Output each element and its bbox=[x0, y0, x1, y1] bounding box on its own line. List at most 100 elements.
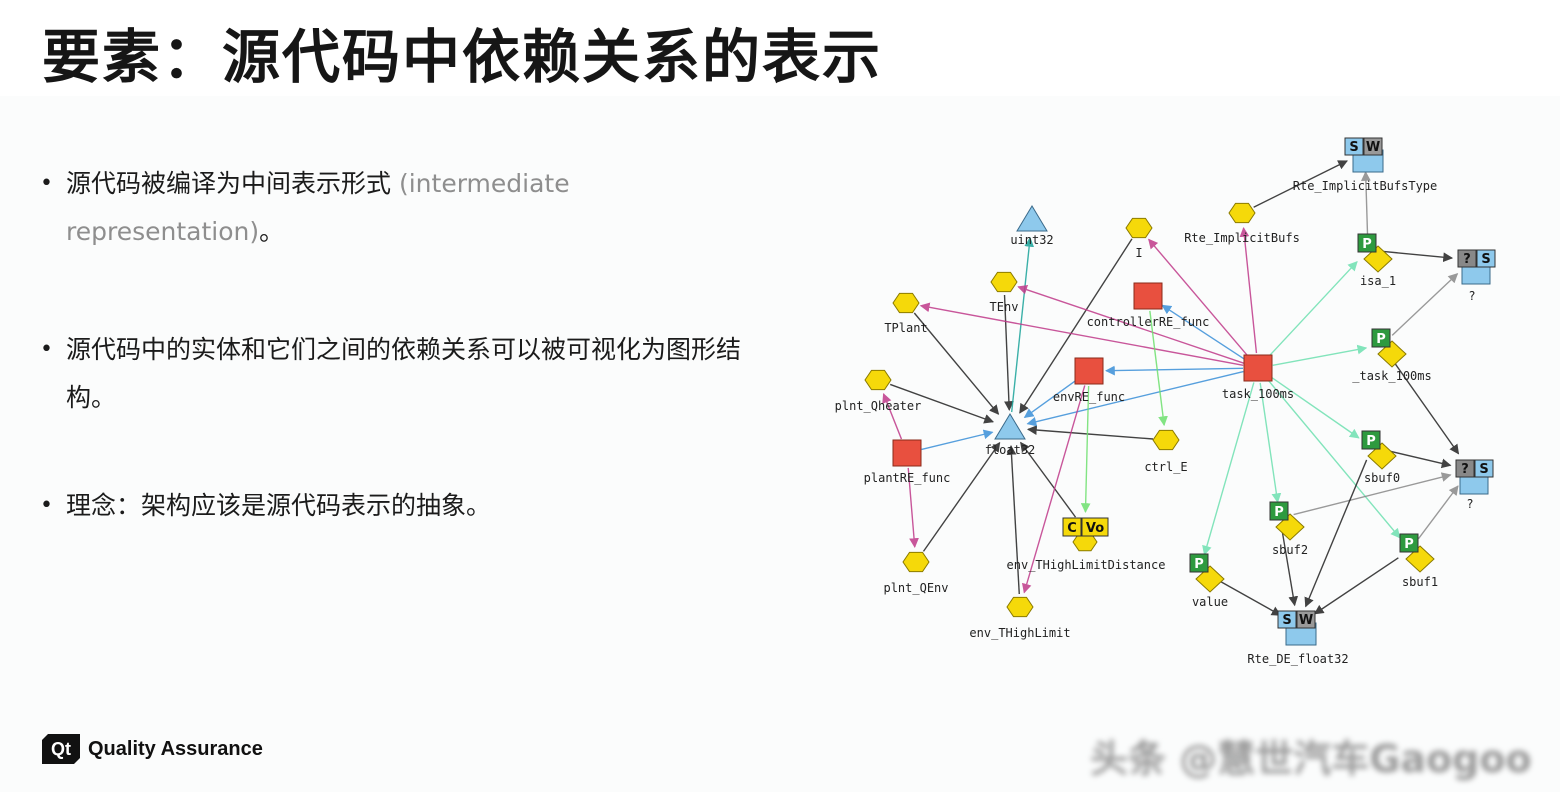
badge-box bbox=[1476, 249, 1496, 268]
badge-text: S bbox=[1282, 613, 1291, 628]
badge-box bbox=[1363, 137, 1383, 156]
triangle-icon bbox=[1016, 205, 1048, 232]
badge-text: ? bbox=[1461, 462, 1469, 477]
node-label: ? bbox=[1468, 289, 1475, 303]
badge-text: ? bbox=[1463, 252, 1471, 267]
content-area bbox=[0, 96, 1560, 792]
bullet-dot: • bbox=[40, 171, 53, 196]
badge-box bbox=[1296, 610, 1316, 629]
graph-edge bbox=[1019, 238, 1133, 414]
graph-edge bbox=[913, 312, 1000, 415]
badge-box bbox=[1269, 501, 1289, 521]
graph-edge bbox=[1391, 273, 1459, 336]
node-label: uint32 bbox=[1010, 233, 1053, 247]
graph-edge bbox=[919, 302, 1244, 366]
graph-node-plnt-Qheater: plnt_Qheater bbox=[835, 369, 922, 413]
node-label: Rte_DE_float32 bbox=[1247, 652, 1348, 666]
graph-edge bbox=[1389, 356, 1460, 455]
graph-node-env-THighLimitDistance: env_THighLimitDistance bbox=[1007, 558, 1166, 572]
node-label: ctrl_E bbox=[1144, 460, 1187, 474]
node-label: TEnv bbox=[990, 300, 1019, 314]
node-label: env_THighLimit bbox=[969, 626, 1070, 640]
graph-node-float32: float32 bbox=[985, 413, 1035, 457]
bullet-text-tail: 。 bbox=[259, 217, 285, 246]
graph-edge bbox=[1026, 370, 1244, 427]
graph-edge bbox=[1003, 294, 1014, 411]
graph-edge bbox=[1267, 260, 1358, 358]
hexagon-icon bbox=[1125, 217, 1153, 239]
graph-node-TEnv: TEnv bbox=[990, 271, 1019, 314]
graph-edge bbox=[1026, 425, 1154, 440]
badge-box bbox=[1344, 137, 1364, 156]
badge-text: C bbox=[1067, 521, 1077, 536]
graph-edge bbox=[889, 383, 995, 424]
graph-edge bbox=[1381, 250, 1454, 263]
graph-edge bbox=[1259, 382, 1282, 504]
bullet-text-main: 源代码被编译为中间表示形式 bbox=[66, 169, 392, 198]
graph-node-task-100ms-port: P_task_100ms bbox=[1352, 328, 1432, 383]
node-label: I bbox=[1135, 246, 1142, 260]
graph-node-plnt-QEnv: plnt_QEnv bbox=[883, 551, 949, 595]
hexagon-icon bbox=[864, 369, 892, 391]
square-icon bbox=[1133, 282, 1163, 310]
graph-edge bbox=[1281, 531, 1299, 607]
node-label: env_THighLimitDistance bbox=[1007, 558, 1166, 572]
badge-box bbox=[1062, 517, 1082, 537]
graph-edge bbox=[1023, 379, 1078, 419]
badge-text: P bbox=[1194, 557, 1204, 572]
node-label: Rte_ImplicitBufs bbox=[1184, 231, 1300, 245]
node-label: task_100ms bbox=[1222, 387, 1294, 401]
graph-edge bbox=[1080, 385, 1091, 513]
page-title: 要素：源代码中依赖关系的表示 bbox=[42, 23, 883, 91]
node-label: sbuf1 bbox=[1402, 575, 1438, 589]
graph-edge bbox=[1267, 379, 1401, 539]
graph-edge bbox=[1021, 385, 1086, 594]
node-label: _task_100ms bbox=[1352, 369, 1431, 383]
footer-text: Quality Assurance bbox=[88, 737, 263, 760]
graph-edges bbox=[882, 160, 1460, 616]
badge-box bbox=[1361, 430, 1381, 450]
node-label: envRE_func bbox=[1053, 390, 1125, 404]
graph-edge bbox=[1272, 344, 1368, 366]
badge-text: S bbox=[1481, 252, 1490, 267]
bullet-text: 源代码被编译为中间表示形式 (intermediate representati… bbox=[66, 160, 660, 256]
graph-node-plantRE-func: plantRE_func bbox=[864, 439, 950, 485]
node-label: plnt_QEnv bbox=[883, 581, 948, 595]
triangle-icon bbox=[994, 413, 1026, 440]
graph-edge bbox=[1006, 444, 1020, 595]
bullet-item: • 源代码被编译为中间表示形式 (intermediate representa… bbox=[40, 160, 660, 256]
node-label: plnt_Qheater bbox=[835, 399, 922, 413]
qt-logo: Qt bbox=[42, 734, 80, 764]
graph-edge bbox=[1017, 284, 1245, 364]
watermark: 头条 @慧世汽车Gaogoo bbox=[1090, 737, 1532, 781]
bullet-dot: • bbox=[40, 337, 53, 362]
badge-text: W bbox=[1366, 140, 1380, 155]
graph-edge bbox=[1360, 171, 1371, 237]
node-label: value bbox=[1192, 595, 1228, 609]
graph-edge bbox=[1253, 160, 1348, 208]
badge-text: P bbox=[1366, 434, 1376, 449]
node-label: sbuf2 bbox=[1272, 543, 1308, 557]
graph-edge bbox=[1105, 365, 1244, 376]
badge-text: P bbox=[1362, 237, 1372, 252]
graph-edge bbox=[1149, 310, 1168, 427]
node-label: Rte_ImplicitBufsType bbox=[1293, 179, 1438, 193]
graph-edge bbox=[1269, 375, 1360, 439]
node-label: sbuf0 bbox=[1364, 471, 1400, 485]
badge-text: S bbox=[1349, 140, 1358, 155]
graph-node-task-100ms: task_100ms bbox=[1222, 354, 1294, 401]
graph-edge bbox=[1385, 449, 1452, 469]
graph-edge bbox=[921, 429, 994, 451]
graph-edge bbox=[907, 467, 919, 549]
node-label: controllerRE_func bbox=[1087, 315, 1210, 329]
graph-node-q1: ? S? bbox=[1457, 249, 1496, 303]
graph-node-q2: ?S? bbox=[1455, 459, 1494, 511]
graph-edge bbox=[1161, 304, 1246, 361]
square-icon bbox=[1074, 357, 1104, 385]
